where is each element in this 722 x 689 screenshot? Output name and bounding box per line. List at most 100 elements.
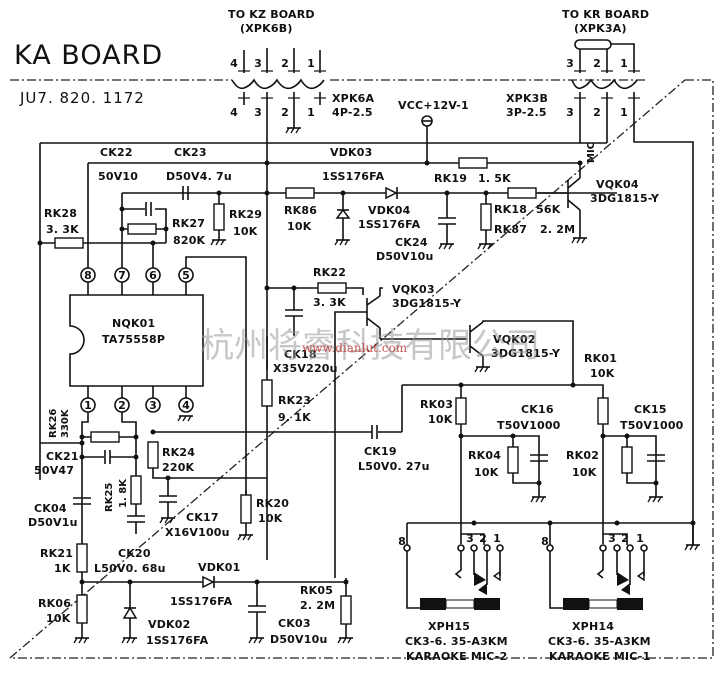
ic-pin-5: 5 [182,269,190,282]
vqk02-value: 3DG1815-Y [491,347,561,360]
xph15-label: XPH15 [428,620,470,633]
vqk03-label: VQK03 [392,283,435,296]
kr-connector-label: TO KR BOARD [562,8,649,21]
vdk03-label: VDK03 [330,146,372,159]
board-title: KA BOARD [14,40,163,71]
watermark-url: www.dianlut.com [302,341,408,355]
vqk04-value: 3DG1815-Y [590,192,660,205]
xph14-label: XPH14 [572,620,614,633]
ck20-value: L50V0. 68u [94,562,166,575]
ic-pin-4: 4 [182,399,190,412]
kr-pin-2-bottom: 2 [593,106,601,119]
xph14-pin-2: 2 [621,532,629,545]
rk21-value: 1K [54,562,71,575]
kr-pin-1-bottom: 1 [620,106,628,119]
rk19-resistor [458,157,488,169]
kz-pin-4-top: 4 [230,57,238,70]
ck22-value: 50V10 [98,170,138,183]
rk87-resistor [480,203,492,231]
vdk03-value: 1SS176FA [322,170,385,183]
xph15-pin-2: 2 [479,532,487,545]
ck22-label: CK22 [100,146,133,159]
vqk04-transistor-icon [538,163,588,244]
ck03-label: CK03 [278,617,311,630]
ic-pin-8: 8 [84,269,92,282]
ck19-label: CK19 [364,445,397,458]
rk20-value: 10K [258,512,283,525]
rk19-value: 1. 5K [478,172,511,185]
ck04-capacitor-icon [73,497,91,505]
rk28-resistor [54,237,84,249]
rk27-capacitor-icon [145,202,152,216]
rk29-value: 10K [233,225,258,238]
rk04-value: 10K [474,466,499,479]
ck16-label: CK16 [521,403,554,416]
rk25-resistor [130,475,142,505]
rk20-label: RK20 [256,497,289,510]
vdk04-value: 1SS176FA [358,218,421,231]
rk24-label: RK24 [162,446,195,459]
kr-connector-sublabel: (XPK3A) [574,22,627,35]
rk01-value: 10K [590,367,615,380]
ic-pin-7: 7 [118,269,126,282]
xpk6a-spec: 4P-2.5 [332,106,373,119]
ck24-capacitor-icon [438,193,456,250]
ck15-capacitor-icon [647,454,665,462]
ck19-value: L50V0. 27u [358,460,430,473]
rk25-capacitor-icon [127,504,145,534]
ck24-label: CK24 [395,236,428,249]
kz-connector-label: TO KZ BOARD [228,8,315,21]
rk23-resistor [261,379,273,407]
rk27-label: RK27 [172,217,205,230]
rk06-label: RK06 [38,597,71,610]
rk86-value: 10K [287,220,312,233]
xpk6a-label: XPK6A [332,92,375,105]
rk02-resistor [621,446,633,474]
connector-xpk3 [571,39,694,545]
rk25-label: RK25 [104,483,115,512]
kz-pin-3-top: 3 [254,57,262,70]
ic-pin-2: 2 [118,399,126,412]
vqk03-value: 3DG1815-Y [392,297,462,310]
watermark-text: 杭州将睿科技有限公司 [200,326,540,366]
rk86-resistor [285,187,315,199]
rk22-label: RK22 [313,266,346,279]
rk18-label: RK18 [494,203,527,216]
ck21-value: 50V47 [34,464,74,477]
rk04-resistor [507,446,519,474]
vdk02-label: VDK02 [148,618,190,631]
kz-connector-sublabel: (XPK6B) [240,22,293,35]
rk02-upper-resistor [597,397,609,425]
rk18-resistor [507,187,537,199]
rk26-label: RK26 [48,409,59,438]
kr-pin-3-bottom: 3 [566,106,574,119]
rk05-value: 2. 2M [300,599,335,612]
ck23-capacitor-icon [182,186,189,200]
xph15-pin-1: 1 [493,532,501,545]
rk19-label: RK19 [434,172,467,185]
ck15-value: T50V1000 [620,419,684,432]
rk24-resistor [147,441,159,469]
xph15-pin-8: 8 [398,535,406,548]
rk20-resistor [240,494,252,524]
ic-ref: NQK01 [112,317,155,330]
rk23-value: 9. 1K [278,411,311,424]
ck03-value: D50V10u [270,633,328,646]
ck17-value: X16V100u [165,526,230,539]
rk24-value: 220K [162,461,195,474]
ck21-capacitor-icon [104,450,111,464]
ic-part: TA75558P [102,333,165,346]
xph14-part: CK3-6. 35-A3KM [548,635,651,648]
vdk01-label: VDK01 [198,561,240,574]
rk21-resistor [76,543,88,573]
rk22-resistor [317,282,347,294]
ck20-label: CK20 [118,547,151,560]
rk04-label: RK04 [468,449,501,462]
kr-pin-1-top: 1 [620,57,628,70]
rk26-resistor [90,431,120,443]
vqk02-label: VQK02 [493,333,536,346]
rk06-value: 10K [46,612,71,625]
rk87-value: 2. 2M [540,223,575,236]
vcc-terminal-icon [421,115,433,163]
